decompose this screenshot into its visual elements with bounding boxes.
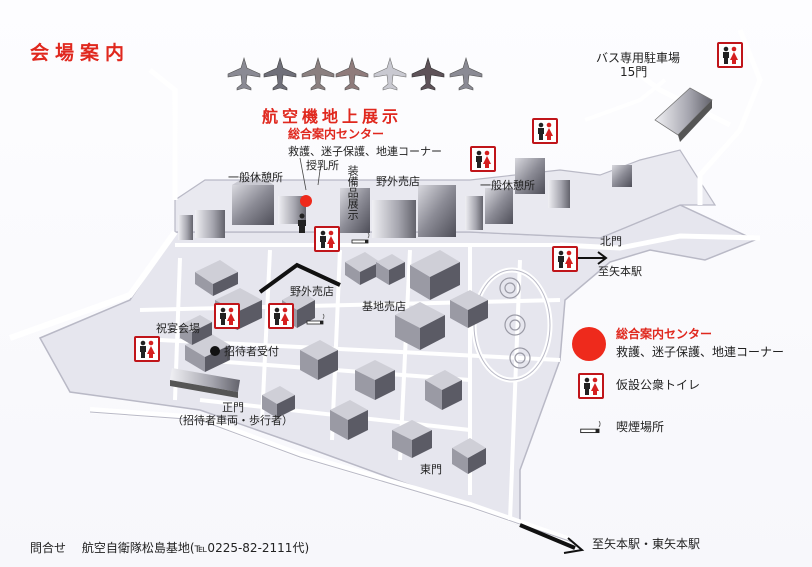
toilet-icon[interactable] bbox=[214, 303, 240, 329]
banquet-hall-label: 祝宴会場 bbox=[156, 322, 200, 335]
rest-area-west-label: 一般休憩所 bbox=[228, 171, 283, 184]
nursing-room-label: 授乳所 bbox=[306, 159, 339, 172]
toilet-icon[interactable] bbox=[314, 226, 340, 252]
outdoor-shop-north-label: 野外売店 bbox=[376, 175, 420, 188]
legend-smoking-label: 喫煙場所 bbox=[616, 420, 665, 434]
smoking-icon bbox=[351, 232, 370, 244]
person-icon bbox=[298, 213, 306, 233]
info-center-services: 救護、迷子保護、地連コーナー bbox=[288, 145, 442, 158]
info-center-icon bbox=[572, 327, 606, 361]
reception-dot-icon bbox=[210, 346, 220, 356]
footer-contact: 問合せ 航空自衛隊松島基地(℡0225-82-2111代) bbox=[30, 539, 309, 556]
toilet-icon[interactable] bbox=[552, 246, 578, 272]
base-shop-label: 基地売店 bbox=[362, 300, 406, 313]
legend-info-center-services: 救護、迷子保護、地連コーナー bbox=[616, 345, 785, 359]
toilet-icon[interactable] bbox=[532, 118, 558, 144]
main-gate-note: （招待者車両・歩行者） bbox=[172, 414, 293, 427]
bus-parking-label: バス専用駐車場 bbox=[596, 51, 681, 65]
rest-area-east-label: 一般休憩所 bbox=[480, 179, 535, 192]
contact-org: 航空自衛隊松島基地 bbox=[81, 541, 190, 555]
legend-toilet-label: 仮設公衆トイレ bbox=[616, 378, 701, 392]
aircraft-row bbox=[227, 56, 483, 91]
aircraft-display-title: 航空機地上展示 bbox=[262, 107, 403, 126]
toilet-icon[interactable] bbox=[268, 303, 294, 329]
smoking-icon bbox=[580, 420, 601, 434]
to-stations-label: 至矢本駅・東矢本駅 bbox=[592, 537, 701, 551]
arrow-icon bbox=[519, 523, 585, 554]
north-gate-label: 北門 bbox=[600, 235, 622, 248]
legend-info-center-title: 総合案内センター bbox=[616, 327, 713, 341]
contact-tel: (℡0225-82-2111代) bbox=[189, 541, 310, 555]
bus-parking-gate-label: 15門 bbox=[620, 65, 648, 79]
main-gate-label: 正門 bbox=[222, 401, 244, 414]
info-center-icon[interactable] bbox=[300, 195, 312, 207]
map-title: 会場案内 bbox=[30, 42, 131, 64]
equipment-display-label: 装備品展示 bbox=[346, 165, 360, 220]
outdoor-shop-south-label: 野外売店 bbox=[290, 285, 334, 298]
arrow-icon bbox=[575, 251, 608, 265]
to-yamoto-station-label: 至矢本駅 bbox=[598, 265, 642, 278]
base-ground bbox=[38, 204, 757, 527]
toilet-icon[interactable] bbox=[134, 336, 160, 362]
smoking-icon bbox=[306, 313, 325, 325]
toilet-icon[interactable] bbox=[470, 146, 496, 172]
guest-reception-label: 招待者受付 bbox=[224, 345, 279, 358]
info-center-title: 総合案内センター bbox=[288, 127, 385, 141]
toilet-icon[interactable] bbox=[717, 42, 743, 68]
contact-label: 問合せ bbox=[30, 541, 67, 555]
east-gate-label: 東門 bbox=[420, 463, 442, 476]
toilet-icon bbox=[578, 373, 604, 399]
